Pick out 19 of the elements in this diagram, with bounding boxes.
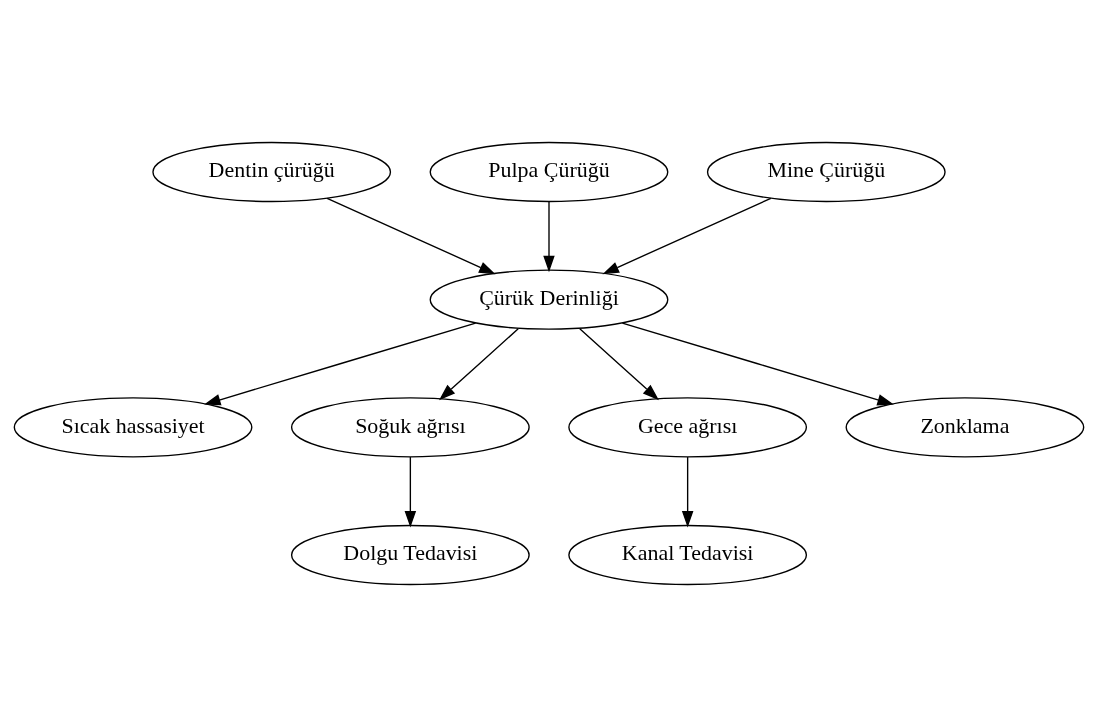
arrow: [621, 321, 894, 405]
arrow: [602, 197, 772, 274]
node-ellipse: Kanal Tedavisi: [568, 524, 808, 585]
arrow: [204, 321, 477, 405]
node-ellipse: Gece ağrısı: [568, 396, 808, 458]
arrow: [579, 327, 659, 400]
node-ellipse: Zonklama: [845, 396, 1085, 458]
arrow: [326, 197, 496, 274]
arrow: [439, 327, 519, 400]
node-ellipse: Dolgu Tedavisi: [290, 524, 530, 585]
node-ellipse: Pulpa Çürüğü: [429, 141, 669, 202]
node-ellipse: Soğuk ağrısı: [290, 396, 530, 458]
node-ellipse: Çürük Derinliği: [429, 268, 669, 330]
node-ellipse: Dentin çürüğü: [152, 141, 392, 202]
node-ellipse: Mine Çürüğü: [706, 141, 946, 202]
arrow: [543, 200, 555, 272]
node-ellipse: Sıcak hassasiyet: [13, 396, 253, 458]
arrow: [681, 455, 694, 527]
arrow: [404, 455, 417, 527]
